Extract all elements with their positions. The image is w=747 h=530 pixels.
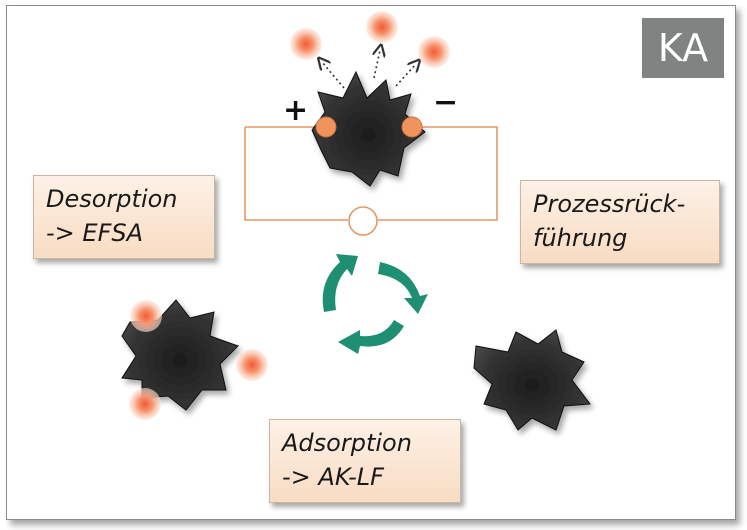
- ion-particle: [290, 28, 322, 60]
- carbon-particle-clean: [473, 329, 591, 431]
- ion-particle: [236, 349, 268, 381]
- ion-particle: [129, 388, 161, 420]
- electric-circuit: [244, 126, 498, 236]
- electrode-positive: [315, 116, 337, 138]
- ka-badge: KA: [642, 18, 724, 78]
- label-adsorption: Adsorption -> AK-LF: [269, 419, 461, 503]
- ion-particle: [366, 11, 398, 43]
- plus-sign: +: [283, 93, 309, 128]
- label-process-recycling: Prozessrück- führung: [520, 180, 720, 264]
- label-desorption: Desorption -> EFSA: [33, 175, 215, 259]
- circuit-resistor: [348, 206, 378, 236]
- ion-particle: [130, 300, 162, 332]
- cycle-arrows: [322, 254, 428, 354]
- desorption-arrows: [322, 50, 416, 89]
- ion-particle: [418, 36, 450, 68]
- carbon-particle-top: [311, 70, 426, 187]
- electrode-negative: [401, 116, 423, 138]
- minus-sign: −: [433, 85, 459, 120]
